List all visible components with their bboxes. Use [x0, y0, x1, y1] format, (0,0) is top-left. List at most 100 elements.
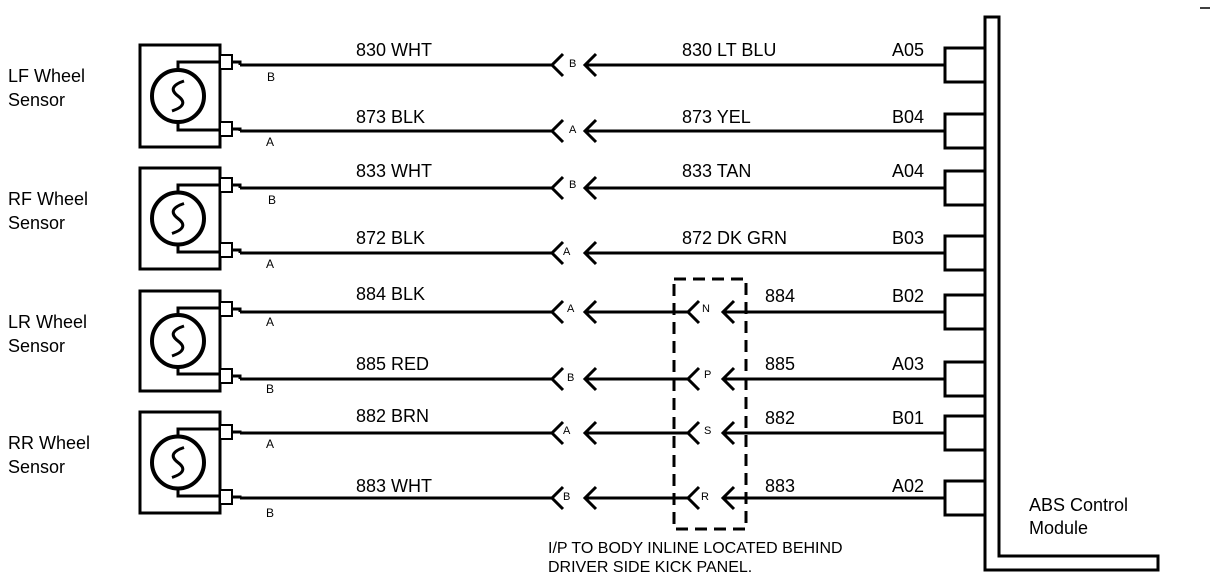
sensor-outline	[138, 166, 222, 271]
tilde-icon	[171, 446, 185, 479]
right-wire-label: 882	[765, 408, 796, 428]
sensor-lead-bottom	[176, 122, 222, 132]
right-wire-label: 873 YEL	[682, 107, 751, 127]
module-pin-label: B01	[892, 408, 925, 428]
module-pin-label: A03	[892, 354, 925, 374]
terminal-label: B	[267, 70, 276, 84]
tilde-icon	[171, 324, 185, 358]
inline-pin-label: R	[701, 491, 709, 503]
sensor-lead-bottom	[176, 488, 222, 498]
connector-chevron	[549, 240, 565, 266]
right-wire-label: 830 LT BLU	[682, 40, 777, 60]
inline-note-2: DRIVER SIDE KICK PANEL.	[548, 559, 753, 576]
right-wire-label: 884	[765, 286, 796, 306]
inline-connector-outline	[672, 277, 748, 531]
terminal-label: B	[266, 382, 275, 396]
sensor-lr-label-1: LR Wheel	[8, 312, 88, 332]
inline-chevron	[685, 420, 701, 446]
wires	[219, 46, 987, 517]
module-connector	[943, 46, 987, 84]
tilde-icon	[171, 202, 185, 235]
module-bar	[983, 15, 1160, 572]
sensor-terminal	[219, 177, 233, 193]
terminal-label: A	[266, 315, 275, 329]
sensor-rf-label-2: Sensor	[8, 213, 66, 233]
module-pin-label: B04	[892, 107, 925, 127]
sensor-terminal	[219, 54, 233, 70]
circuit-row	[219, 169, 987, 207]
circuit-row	[219, 414, 987, 452]
left-wire-label: 885 RED	[356, 354, 430, 374]
module-connector	[943, 414, 987, 452]
module-label-2: Module	[1029, 518, 1089, 538]
wire-stub	[232, 248, 242, 253]
sensor-lead-top	[176, 183, 222, 193]
sensor-outline	[138, 43, 222, 149]
connector-chevron	[549, 485, 565, 511]
module-pin-label: B03	[892, 228, 925, 248]
sensor-lead-top	[176, 427, 222, 437]
module-connector	[943, 360, 987, 398]
sensor-terminal	[219, 368, 233, 384]
sensor-terminal	[219, 301, 233, 317]
connector-pin-label: A	[567, 303, 575, 315]
sensor-box	[138, 43, 222, 149]
left-wire-label: 872 BLK	[356, 228, 426, 248]
inline-chevron	[685, 366, 701, 392]
tilde-icon	[171, 79, 185, 113]
terminal-label: B	[268, 193, 277, 207]
module-pin-label: B02	[892, 286, 925, 306]
sensor-rf-label-1: RF Wheel	[8, 189, 89, 209]
circuit-row	[219, 479, 987, 517]
sensor-terminal	[219, 489, 233, 505]
sensor-lead-top	[176, 60, 222, 70]
sensor-lr-label-2: Sensor	[8, 336, 66, 356]
terminal-label: B	[266, 506, 275, 520]
wire-stub	[232, 183, 242, 188]
connector-chevron	[549, 366, 565, 392]
sensor-box	[138, 410, 222, 515]
inline-pin-label: P	[704, 369, 712, 381]
sensor-lead-top	[176, 306, 222, 315]
module-connector	[943, 234, 987, 272]
inline-pin-label: N	[702, 303, 710, 315]
sensor-rr-label-1: RR Wheel	[8, 433, 91, 453]
wire-stub	[232, 127, 242, 131]
right-wire-label: 833 TAN	[682, 161, 752, 181]
module-pin-label: A02	[892, 476, 925, 496]
connector-chevron	[549, 52, 565, 78]
inline-note-1: I/P TO BODY INLINE LOCATED BEHIND	[548, 540, 843, 557]
left-wire-label: 884 BLK	[356, 284, 426, 304]
inline-chevron	[685, 485, 701, 511]
right-wire-label: 883	[765, 476, 796, 496]
connector-pin-label: B	[569, 58, 577, 70]
connector-pin-label: A	[569, 124, 577, 136]
sensor-rr-label-2: Sensor	[8, 457, 66, 477]
left-wire-label: 830 WHT	[356, 40, 433, 60]
module-pin-label: A05	[892, 40, 925, 60]
sensor-lead-bottom	[176, 367, 222, 376]
connector-pin-label: A	[563, 246, 571, 258]
wire-stub	[232, 495, 242, 499]
sensor-outline	[138, 410, 222, 515]
sensor-box	[138, 289, 222, 393]
abs-module-outline	[983, 7, 1210, 572]
sensor-terminal	[219, 121, 233, 137]
module-connector	[943, 293, 987, 331]
connector-chevron	[549, 420, 565, 446]
wire-stub	[232, 307, 242, 312]
wire-stub	[232, 60, 242, 65]
circuit-row	[219, 360, 987, 398]
sensor-lf-label-1: LF Wheel	[8, 66, 86, 86]
module-pin-label: A04	[892, 161, 925, 181]
module-connector	[943, 169, 987, 207]
module-label-1: ABS Control	[1029, 495, 1129, 515]
sensor-outline	[138, 289, 222, 393]
right-wire-label: 872 DK GRN	[682, 228, 788, 248]
terminal-label: A	[266, 257, 275, 271]
circuit-row	[219, 112, 987, 150]
terminal-label: A	[266, 135, 275, 149]
connector-pin-label: A	[563, 425, 571, 437]
right-wire-label: 885	[765, 354, 796, 374]
